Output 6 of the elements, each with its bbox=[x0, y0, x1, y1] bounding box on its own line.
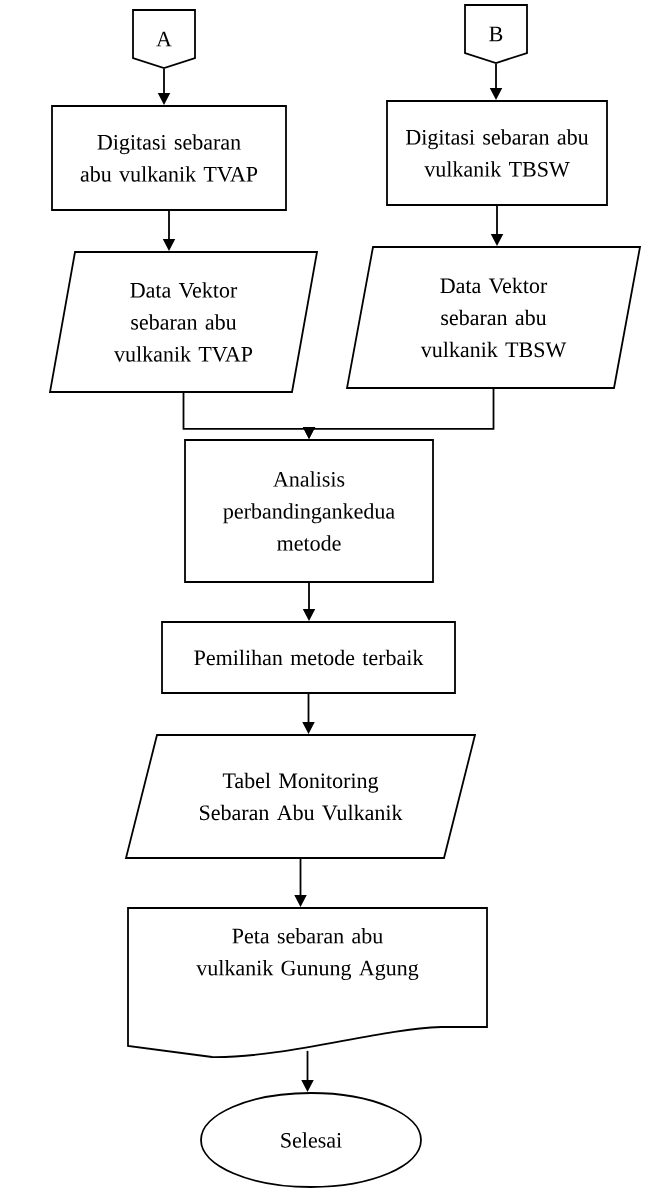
process-box: Pemilihan metode terbaik bbox=[161, 621, 456, 694]
process-box: Digitasi sebaran abu vulkanik TBSW bbox=[386, 100, 608, 206]
offpage-connector: A bbox=[132, 9, 196, 69]
process-box: Digitasi sebaran abu vulkanik TVAP bbox=[51, 105, 287, 211]
process-box: Analisis perbandingankedua metode bbox=[184, 439, 434, 583]
offpage-connector: B bbox=[464, 4, 528, 64]
